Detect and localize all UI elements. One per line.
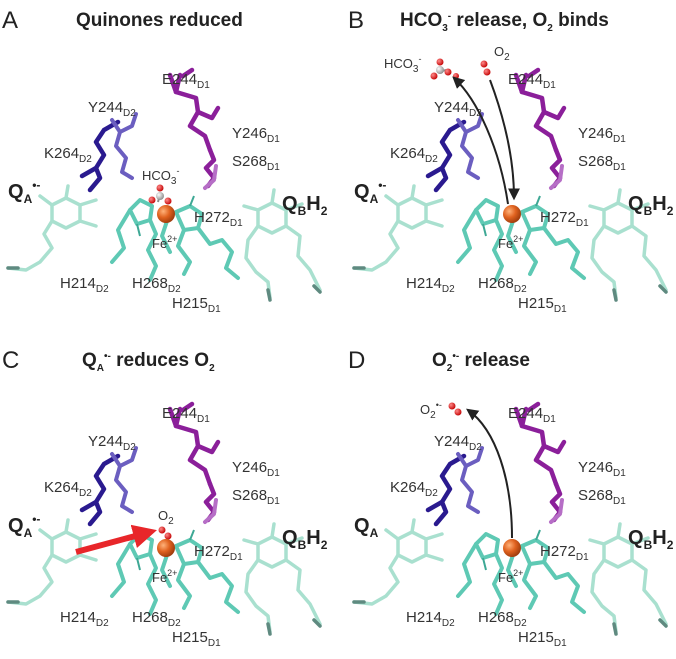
bicarbonate-molecule	[430, 58, 459, 80]
panel-title: O2•- release	[432, 350, 530, 374]
protein-scaffold-b	[354, 70, 666, 300]
panel-b: B HCO3- release, O2 binds E244D1 Y244D2 …	[348, 7, 674, 315]
bicarbonate-release-arrow	[452, 76, 509, 205]
residue-label-s268: S268D1	[232, 153, 280, 173]
iron-atom	[157, 205, 175, 223]
iron-atom	[157, 539, 175, 557]
residue-label-k264: K264D2	[390, 479, 438, 499]
qa-label: QA•-	[354, 178, 386, 206]
residue-label-h268: H268D2	[132, 609, 181, 629]
electron-transfer-arrow	[75, 524, 157, 555]
iron-label: Fe2+	[498, 568, 523, 585]
iron-label: Fe2+	[152, 568, 177, 585]
qa-label: QA•-	[8, 178, 40, 206]
residue-label-y246: Y246D1	[578, 459, 626, 479]
residue-label-y244: Y244D2	[88, 433, 136, 453]
residue-label-h215: H215D1	[172, 629, 221, 649]
panel-letter: A	[2, 7, 18, 34]
qb-label: QBH2	[282, 527, 328, 552]
residue-label-k264: K264D2	[44, 145, 92, 165]
residue-label-s268: S268D1	[232, 487, 280, 507]
residue-label-e244: E244D1	[508, 405, 556, 425]
qb-label: QBH2	[282, 193, 328, 218]
panel-a: A Quinones reduced E244D1 Y244D2 Y246D1 …	[2, 7, 328, 315]
protein-scaffold-d	[354, 404, 666, 634]
residue-label-h272: H272D1	[194, 209, 243, 229]
oxygen-label: O2	[158, 508, 174, 527]
panel-title: QA•- reduces O2	[82, 350, 215, 374]
residue-label-e244: E244D1	[162, 405, 210, 425]
residue-label-h214: H214D2	[406, 609, 455, 629]
residue-label-h215: H215D1	[518, 629, 567, 649]
residue-label-y246: Y246D1	[578, 125, 626, 145]
residue-label-h268: H268D2	[478, 609, 527, 629]
residue-label-y244: Y244D2	[88, 99, 136, 119]
residue-label-h268: H268D2	[478, 275, 527, 295]
residue-label-e244: E244D1	[508, 71, 556, 91]
iron-label: Fe2+	[498, 234, 523, 251]
oxygen-label: O2	[494, 44, 510, 63]
residue-label-s268: S268D1	[578, 487, 626, 507]
residue-label-h214: H214D2	[60, 609, 109, 629]
superoxide-molecule	[448, 402, 462, 416]
residue-label-h214: H214D2	[406, 275, 455, 295]
residue-label-k264: K264D2	[390, 145, 438, 165]
residue-label-y244: Y244D2	[434, 433, 482, 453]
residue-label-h215: H215D1	[518, 295, 567, 315]
oxygen-molecule	[480, 60, 491, 76]
residue-label-y246: Y246D1	[232, 125, 280, 145]
panel-letter: B	[348, 7, 364, 34]
residue-label-h272: H272D1	[194, 543, 243, 563]
residue-label-y244: Y244D2	[434, 99, 482, 119]
superoxide-release-arrow	[466, 408, 513, 539]
superoxide-label: O2•-	[420, 400, 442, 421]
residue-label-h215: H215D1	[172, 295, 221, 315]
panel-title: Quinones reduced	[76, 10, 243, 31]
panel-title: HCO3- release, O2 binds	[400, 10, 609, 34]
residue-label-h272: H272D1	[540, 543, 589, 563]
panel-c: C QA•- reduces O2 E244D1 Y244D2 Y246D1 K…	[2, 347, 328, 649]
residue-label-h268: H268D2	[132, 275, 181, 295]
panel-letter: C	[2, 347, 19, 374]
bicarbonate-label: HCO3-	[142, 166, 179, 187]
qa-label: QA	[354, 515, 379, 540]
residue-label-e244: E244D1	[162, 71, 210, 91]
residue-label-y246: Y246D1	[232, 459, 280, 479]
oxygen-molecule	[158, 526, 172, 540]
panel-d: D O2•- release E244D1 Y244D2 Y246D1 K264…	[348, 347, 674, 649]
residue-label-k264: K264D2	[44, 479, 92, 499]
iron-atom	[503, 205, 521, 223]
panel-letter: D	[348, 347, 365, 374]
protein-scaffold-a	[8, 70, 320, 300]
oxygen-binding-arrow	[489, 79, 520, 201]
residue-label-h272: H272D1	[540, 209, 589, 229]
iron-atom	[503, 539, 521, 557]
residue-label-h214: H214D2	[60, 275, 109, 295]
qb-label: QBH2	[628, 193, 674, 218]
bicarbonate-molecule	[148, 184, 172, 205]
qb-label: QBH2	[628, 527, 674, 552]
iron-label: Fe2+	[152, 234, 177, 251]
qa-label: QA•-	[8, 512, 40, 540]
bicarbonate-label: HCO3-	[384, 54, 421, 75]
residue-label-s268: S268D1	[578, 153, 626, 173]
